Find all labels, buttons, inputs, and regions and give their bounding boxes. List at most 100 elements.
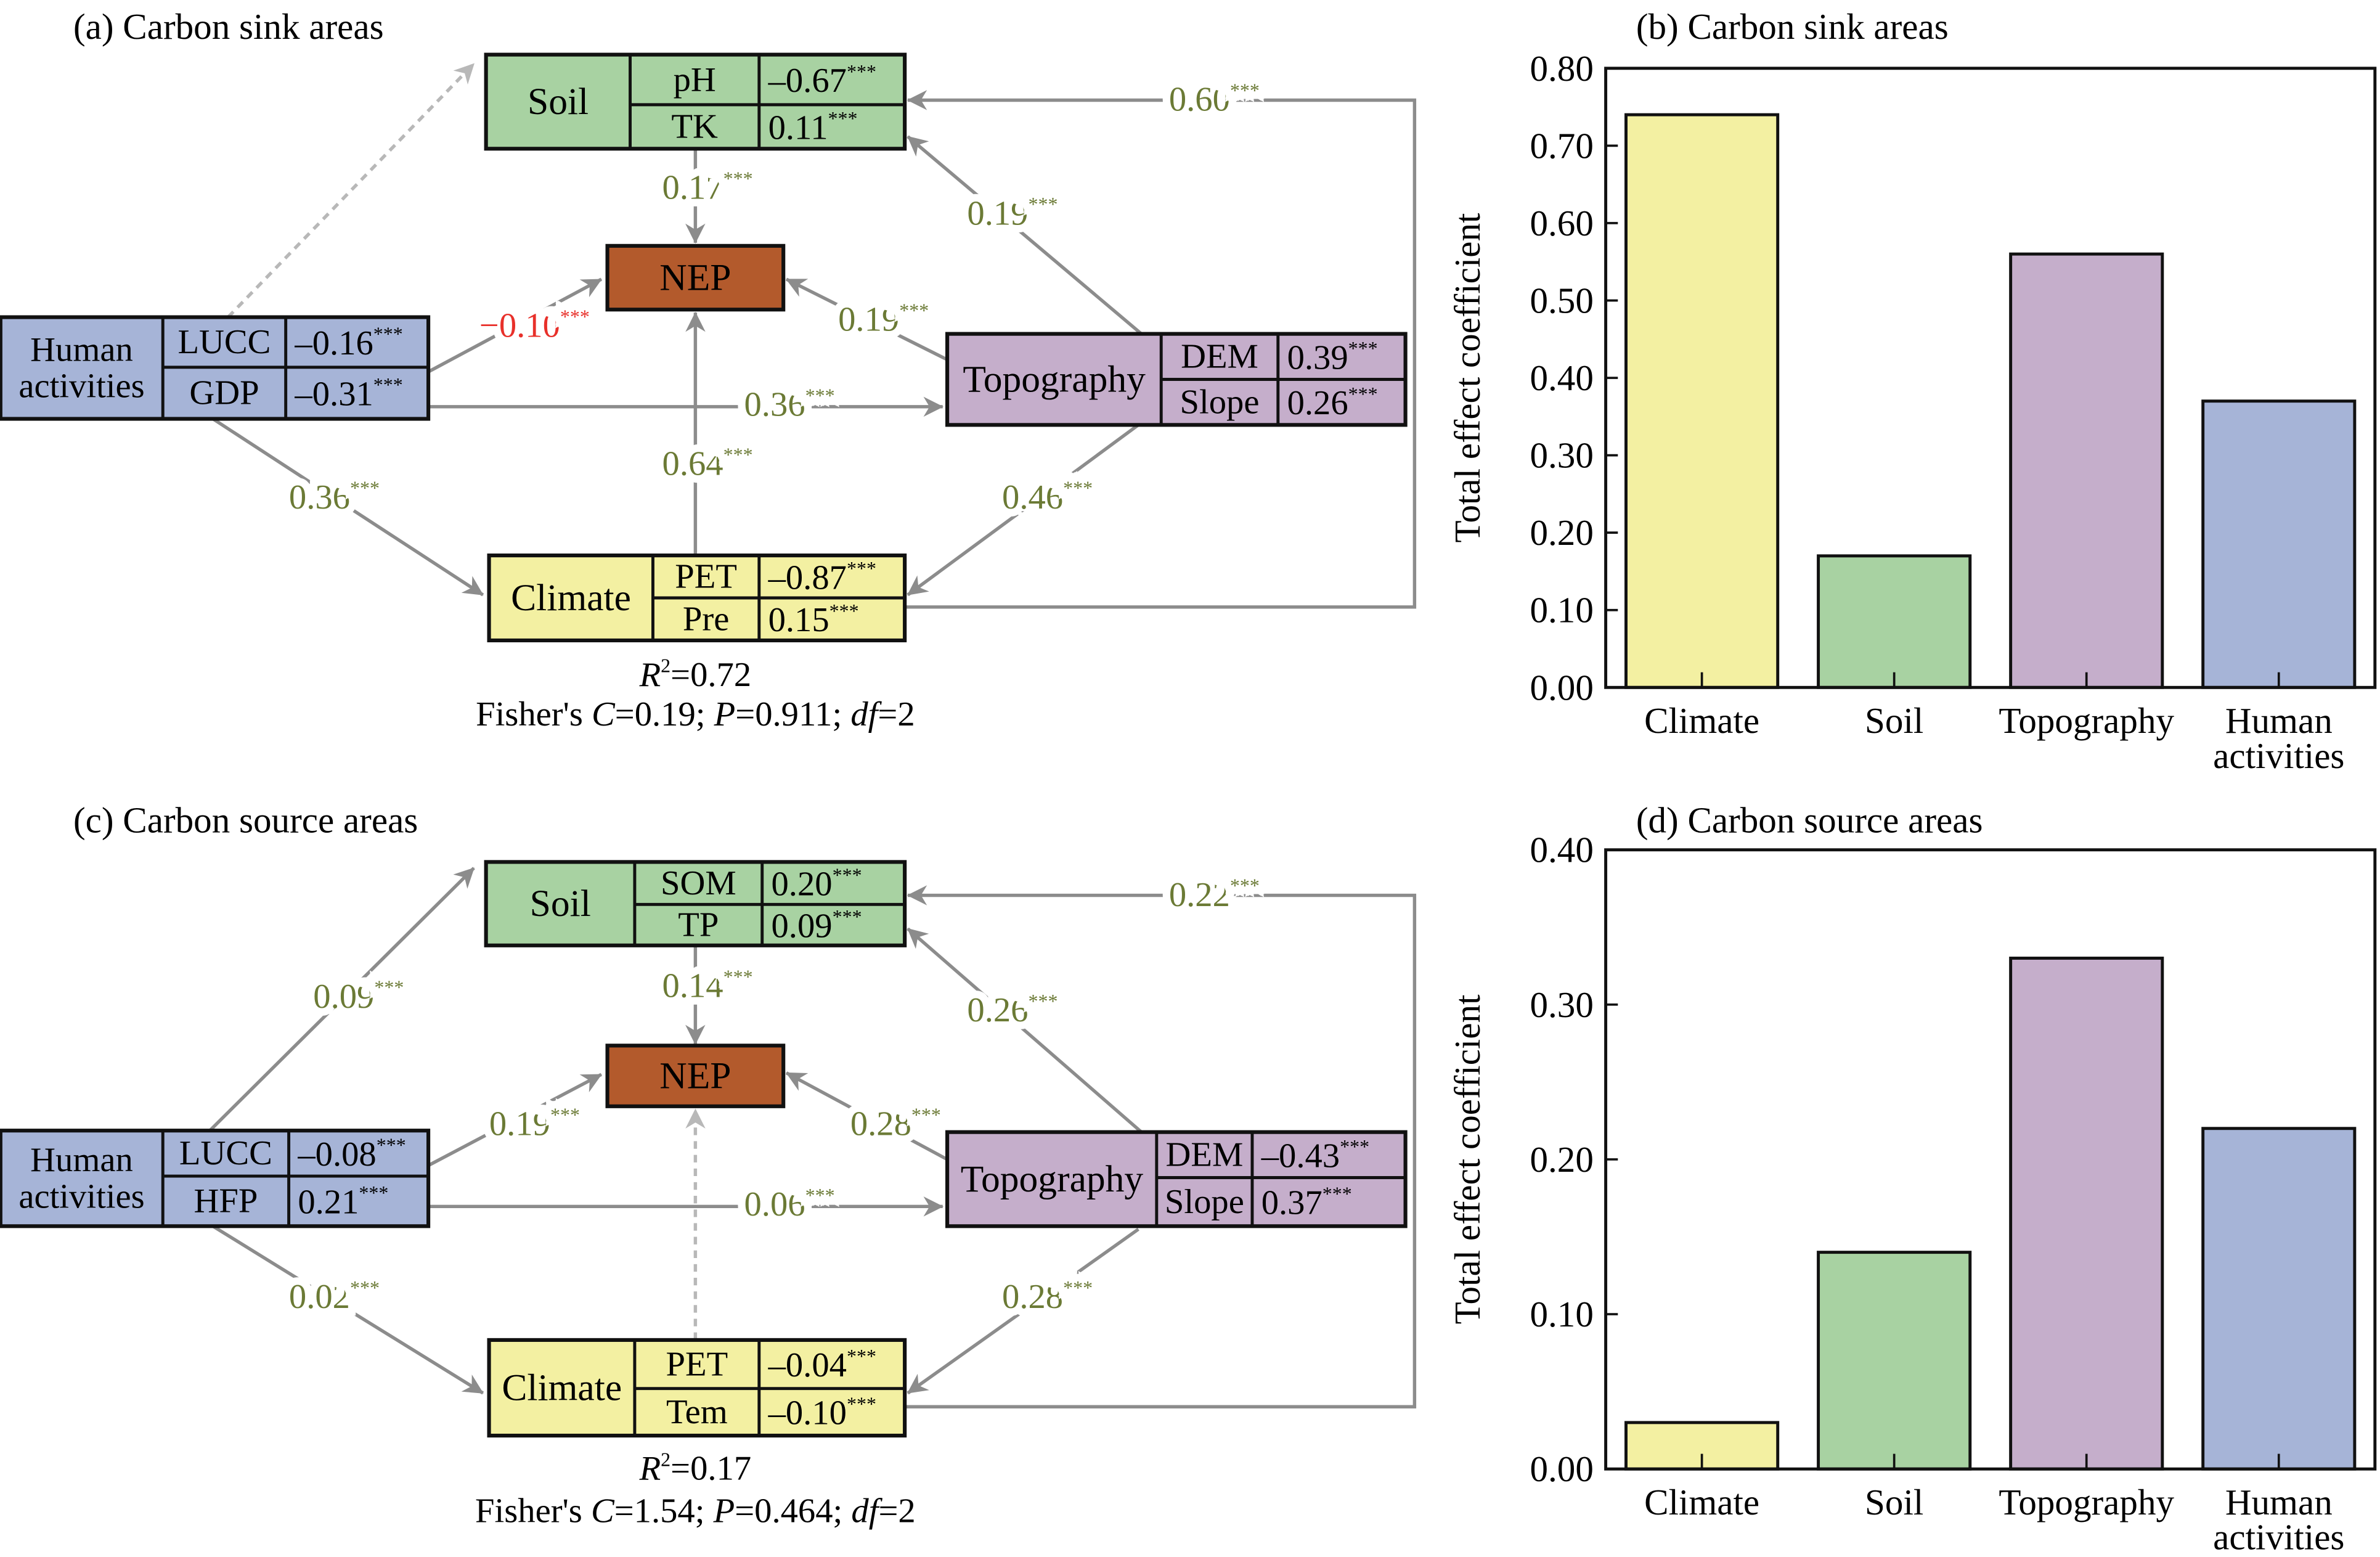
sem-diagram-carbon-sink: (a) Carbon sink areas−0.10***0.17***0.19… [0, 6, 1417, 734]
variable-name: pH [674, 60, 716, 99]
coefficient-value: −0.10 [479, 307, 560, 345]
stat-equals: = [735, 1492, 754, 1530]
coefficient-value: 0.09 [313, 978, 374, 1016]
coefficient-value: –0.04 [768, 1346, 847, 1384]
separator: ; [695, 1492, 714, 1530]
coefficient-value: 0.26 [967, 991, 1028, 1029]
variable-coefficient: 0.26*** [1287, 383, 1378, 422]
stat-symbol: R [639, 1449, 661, 1487]
x-tick-label: Soil [1865, 1482, 1923, 1522]
node-box [484, 52, 907, 151]
stat-equals: = [615, 695, 635, 734]
path-arrow-human-to-nep [427, 277, 603, 374]
coefficient-value: 0.15 [768, 601, 829, 639]
node-nep: NEP [605, 1044, 786, 1108]
path-coefficient: 0.28*** [1002, 1277, 1093, 1316]
y-tick-label: 0.30 [1530, 435, 1593, 476]
path-arrow-climate-to-soil [905, 885, 1417, 1408]
variable-name: SOM [661, 864, 736, 902]
bar-soil [1817, 1251, 1972, 1471]
significance-stars: *** [911, 1103, 941, 1126]
node-label: NEP [659, 257, 731, 299]
stat-symbol: P [713, 1492, 735, 1530]
significance-stars: *** [1230, 875, 1260, 897]
stat-symbol: df [850, 695, 882, 734]
node-box [605, 243, 786, 312]
coefficient-value: 0.17 [662, 169, 723, 207]
significance-stars: *** [550, 1103, 580, 1126]
coefficient-value: –0.87 [768, 558, 847, 597]
variable-coefficient: –0.08*** [297, 1134, 405, 1174]
path-arrow-human-to-soil [227, 62, 475, 319]
coefficient-value: 0.46 [1002, 478, 1063, 517]
separator: ; [833, 1492, 852, 1530]
variable-name: TK [671, 108, 718, 146]
y-tick-label: 0.20 [1530, 1139, 1593, 1180]
coefficient-value: 0.64 [662, 445, 723, 483]
variable-coefficient: –0.16*** [294, 323, 402, 362]
significance-stars: *** [847, 1392, 876, 1415]
variable-coefficient: 0.37*** [1261, 1182, 1352, 1222]
node-label: NEP [659, 1055, 731, 1097]
variable-name: PET [675, 558, 737, 596]
path-coefficient: 0.17*** [662, 167, 753, 206]
coefficient-value: 0.21 [298, 1183, 359, 1221]
chart-title: (d) Carbon source areas [1636, 799, 1983, 840]
y-tick-label: 0.60 [1530, 203, 1593, 243]
coefficient-value: –0.10 [768, 1394, 847, 1432]
y-tick-label: 0.70 [1530, 125, 1593, 166]
path-arrow-climate-to-soil [905, 90, 1417, 609]
x-tick-label-line: Human [2225, 1482, 2333, 1522]
node-box [0, 1129, 431, 1228]
coefficient-value: 0.28 [850, 1105, 911, 1143]
significance-stars: *** [1028, 990, 1058, 1012]
significance-stars: *** [847, 1345, 876, 1367]
variable-coefficient: –0.87*** [768, 557, 876, 597]
bar-topography [2009, 957, 2164, 1471]
r-squared-value: 0.17 [690, 1449, 751, 1487]
path-coefficient: 0.28*** [850, 1103, 941, 1143]
panel-title: (c) Carbon source areas [73, 799, 418, 840]
variable-coefficient: 0.11*** [768, 107, 858, 147]
path-arrow-topo-to-nep [785, 1071, 948, 1161]
stat-equals: = [670, 1449, 690, 1487]
path-arrow-human-to-climate [212, 1224, 484, 1395]
r-squared: R2=0.17 [639, 1448, 752, 1487]
y-tick-label: 0.00 [1530, 1449, 1593, 1489]
path-coefficient: 0.09*** [313, 976, 404, 1016]
path-coefficient: 0.19*** [489, 1103, 580, 1143]
variable-name: Slope [1165, 1183, 1244, 1221]
significance-stars: *** [373, 323, 403, 345]
bar-topography [2009, 252, 2164, 689]
variable-coefficient: 0.09*** [771, 905, 862, 945]
variable-name: DEM [1165, 1136, 1243, 1174]
path-coefficient: 0.64*** [662, 443, 753, 483]
x-tick-label: Soil [1865, 700, 1923, 741]
significance-stars: *** [805, 384, 835, 406]
significance-stars: *** [1230, 80, 1260, 102]
node-label: Human [30, 1141, 133, 1179]
path-coefficient: 0.14*** [662, 965, 753, 1005]
significance-stars: *** [1348, 337, 1378, 359]
path-arrow-human-to-climate [212, 417, 484, 597]
fisher-c-value: 1.54 [634, 1492, 695, 1530]
y-tick-label: 0.20 [1530, 512, 1593, 553]
significance-stars: *** [1063, 1277, 1093, 1299]
coefficient-value: 0.02 [289, 1278, 350, 1316]
stat-symbol: df [851, 1492, 882, 1530]
fisher-c-value: 0.19 [635, 695, 696, 734]
stat-equals: = [878, 695, 897, 734]
path-coefficient: 0.60*** [1169, 80, 1260, 119]
stat-equals: = [735, 695, 755, 734]
y-tick-label: 0.50 [1530, 280, 1593, 321]
x-tick-label-line: Human [2225, 700, 2333, 741]
panel-title: (a) Carbon sink areas [73, 6, 384, 47]
node-label: activities [18, 1177, 144, 1216]
stat-equals: = [614, 1492, 634, 1530]
